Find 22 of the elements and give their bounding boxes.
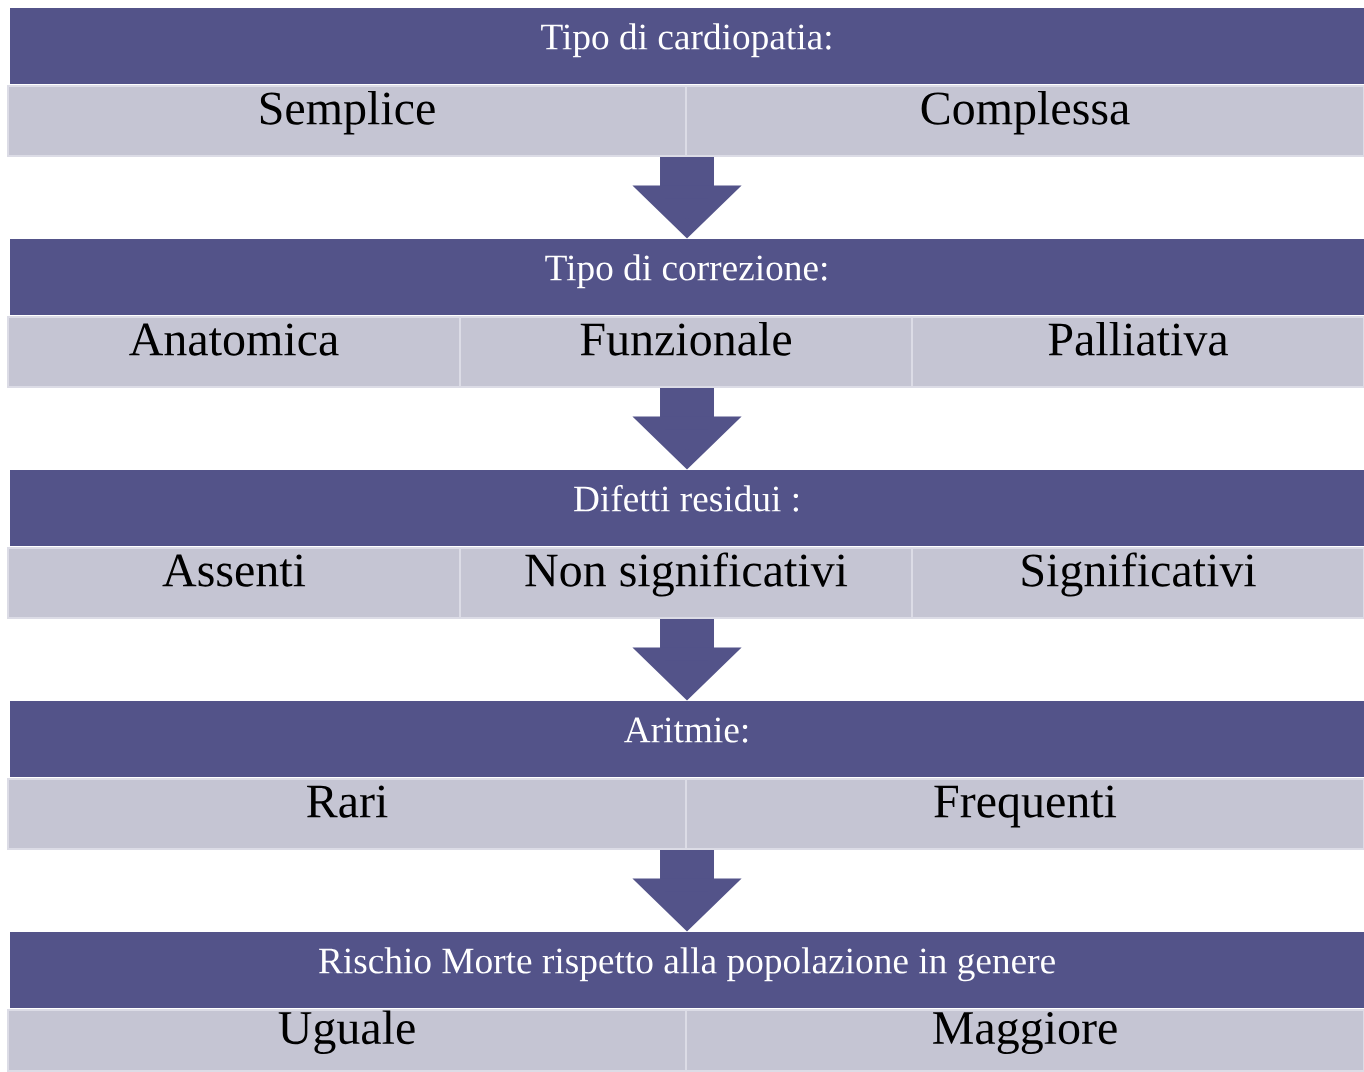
option-cell: Non significativi: [459, 547, 913, 619]
option-cell: Maggiore: [685, 1009, 1364, 1072]
option-cell: Semplice: [7, 85, 687, 157]
node-label: Complessa: [921, 90, 1130, 135]
header-band: Tipo di cardiopatia:: [10, 8, 1364, 84]
header-band: Tipo di correzione:: [10, 239, 1364, 315]
option-cell: Assenti: [7, 547, 461, 619]
header-band: Difetti residui :: [10, 470, 1364, 546]
option-cell: Palliativa: [911, 316, 1364, 388]
option-cell: Frequenti: [685, 778, 1364, 850]
option-cell: Rari: [7, 778, 687, 850]
header-band: Rischio Morte rispetto alla popolazione in genere: [10, 932, 1364, 1008]
option-cell: Anatomica: [7, 316, 461, 388]
node-label: Significativi: [1022, 552, 1256, 597]
option-cell: Significativi: [911, 547, 1364, 619]
option-cell: Funzionale: [459, 316, 913, 388]
option-cell: Uguale: [7, 1009, 687, 1072]
node-label: Maggiore: [933, 1011, 1117, 1055]
node-label: Frequenti: [934, 785, 1117, 828]
option-cell: Complessa: [685, 85, 1364, 157]
header-band: Aritmie:: [10, 701, 1364, 777]
node-label: Palliativa: [1048, 321, 1229, 356]
